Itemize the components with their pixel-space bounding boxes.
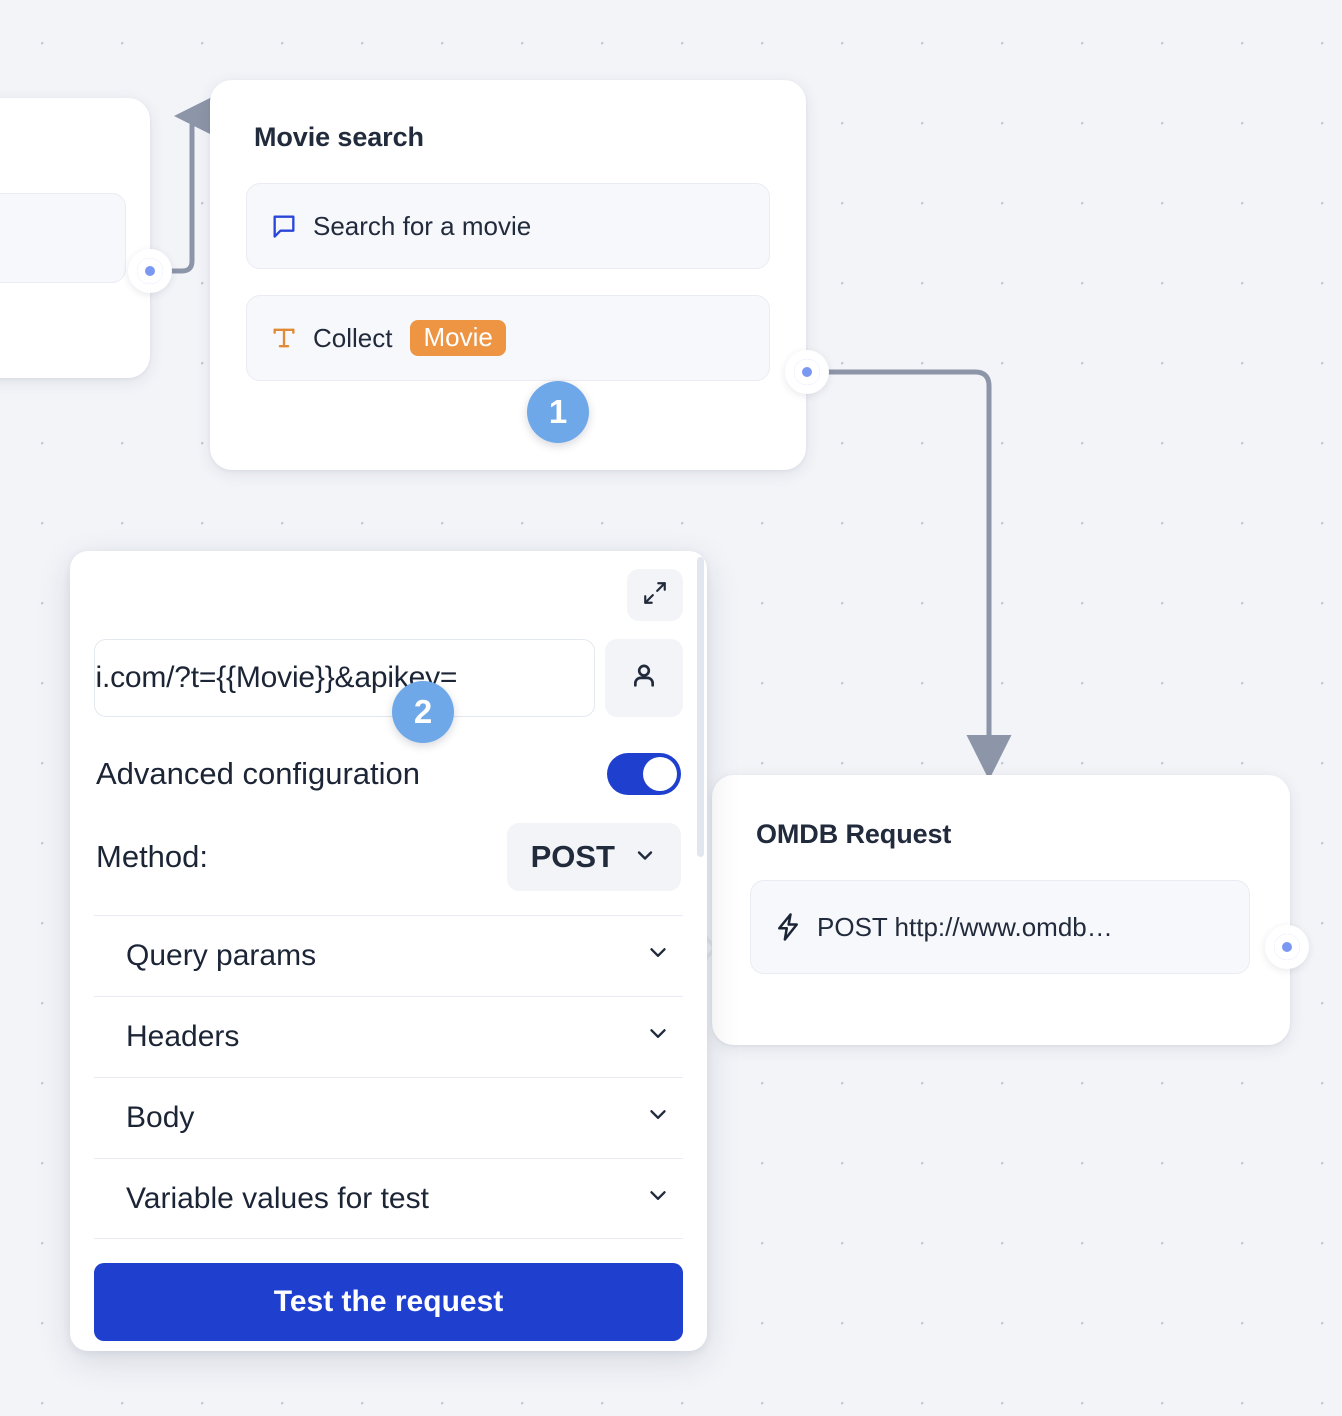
node-row-search-label: Search for a movie xyxy=(313,210,532,241)
node-partial-left-row[interactable] xyxy=(0,193,126,283)
expand-panel-button[interactable] xyxy=(627,569,683,621)
edge-movie-to-omdb xyxy=(826,369,1012,780)
url-input-value: pi.com/?t={{Movie}}&apikey= xyxy=(94,661,458,694)
port-output-omdb-request[interactable] xyxy=(1265,925,1309,969)
method-select-value: POST xyxy=(530,839,615,874)
node-row-collect-movie[interactable]: Collect Movie xyxy=(246,295,770,381)
chevron-down-icon xyxy=(645,1101,671,1135)
node-omdb-title: OMDB Request xyxy=(756,819,952,849)
accordion-label-body: Body xyxy=(126,1101,195,1134)
method-label: Method: xyxy=(96,839,209,874)
chevron-down-icon xyxy=(645,1020,671,1054)
lightning-icon xyxy=(773,912,803,942)
config-panel-scroll-area[interactable]: pi.com/?t={{Movie}}&apikey= Advanced con… xyxy=(70,551,707,1351)
method-row: Method: POST xyxy=(94,823,683,891)
advanced-configuration-toggle[interactable] xyxy=(607,753,681,795)
accordion-item-body[interactable]: Body xyxy=(94,1077,683,1158)
accordion-label-variable-values: Variable values for test xyxy=(126,1181,429,1215)
step-badge-2: 2 xyxy=(392,681,454,743)
speech-bubble-icon xyxy=(269,211,299,241)
node-row-omdb-label: POST http://www.omdb… xyxy=(817,911,1113,942)
node-row-search-for-a-movie[interactable]: Search for a movie xyxy=(246,183,770,269)
test-the-request-button[interactable]: Test the request xyxy=(94,1263,683,1341)
config-panel-scrollbar-thumb[interactable] xyxy=(697,557,704,857)
step-badge-1: 1 xyxy=(527,381,589,443)
node-row-collect-label: Collect xyxy=(313,322,393,353)
request-config-panel[interactable]: pi.com/?t={{Movie}}&apikey= Advanced con… xyxy=(70,551,707,1351)
port-output-partial-left[interactable] xyxy=(128,249,172,293)
url-input[interactable]: pi.com/?t={{Movie}}&apikey= xyxy=(94,639,595,717)
advanced-configuration-row[interactable]: Advanced configuration xyxy=(94,753,683,795)
accordion-label-query-params: Query params xyxy=(126,939,317,972)
config-panel-topbar xyxy=(94,569,683,621)
node-omdb-request[interactable]: OMDB Request POST http://www.omdb… xyxy=(712,775,1290,1045)
node-movie-search-title: Movie search xyxy=(254,122,424,152)
node-row-omdb-post[interactable]: POST http://www.omdb… xyxy=(750,880,1250,974)
person-icon xyxy=(628,660,660,697)
accordion-label-headers: Headers xyxy=(126,1020,240,1053)
expand-diagonal-icon xyxy=(642,580,668,611)
port-output-movie-search[interactable] xyxy=(785,350,829,394)
accordion-item-query-params[interactable]: Query params xyxy=(94,915,683,996)
node-movie-search[interactable]: Movie search Search for a movie Collect xyxy=(210,80,806,470)
chevron-down-icon xyxy=(633,839,657,875)
advanced-configuration-label: Advanced configuration xyxy=(96,756,421,791)
edge-left-to-movie xyxy=(169,93,219,274)
url-row: pi.com/?t={{Movie}}&apikey= xyxy=(94,639,683,717)
chevron-down-icon xyxy=(645,939,671,973)
method-select[interactable]: POST xyxy=(506,823,681,891)
accordion-item-variable-values-for-test[interactable]: Variable values for test xyxy=(94,1158,683,1239)
variable-chip-movie[interactable]: Movie xyxy=(410,320,506,356)
select-variable-button[interactable] xyxy=(605,639,683,717)
node-partial-left[interactable] xyxy=(0,98,150,378)
chevron-down-icon xyxy=(645,1182,671,1216)
text-type-icon xyxy=(269,323,299,353)
config-accordion: Query params Headers Body xyxy=(94,915,683,1239)
accordion-item-headers[interactable]: Headers xyxy=(94,996,683,1077)
